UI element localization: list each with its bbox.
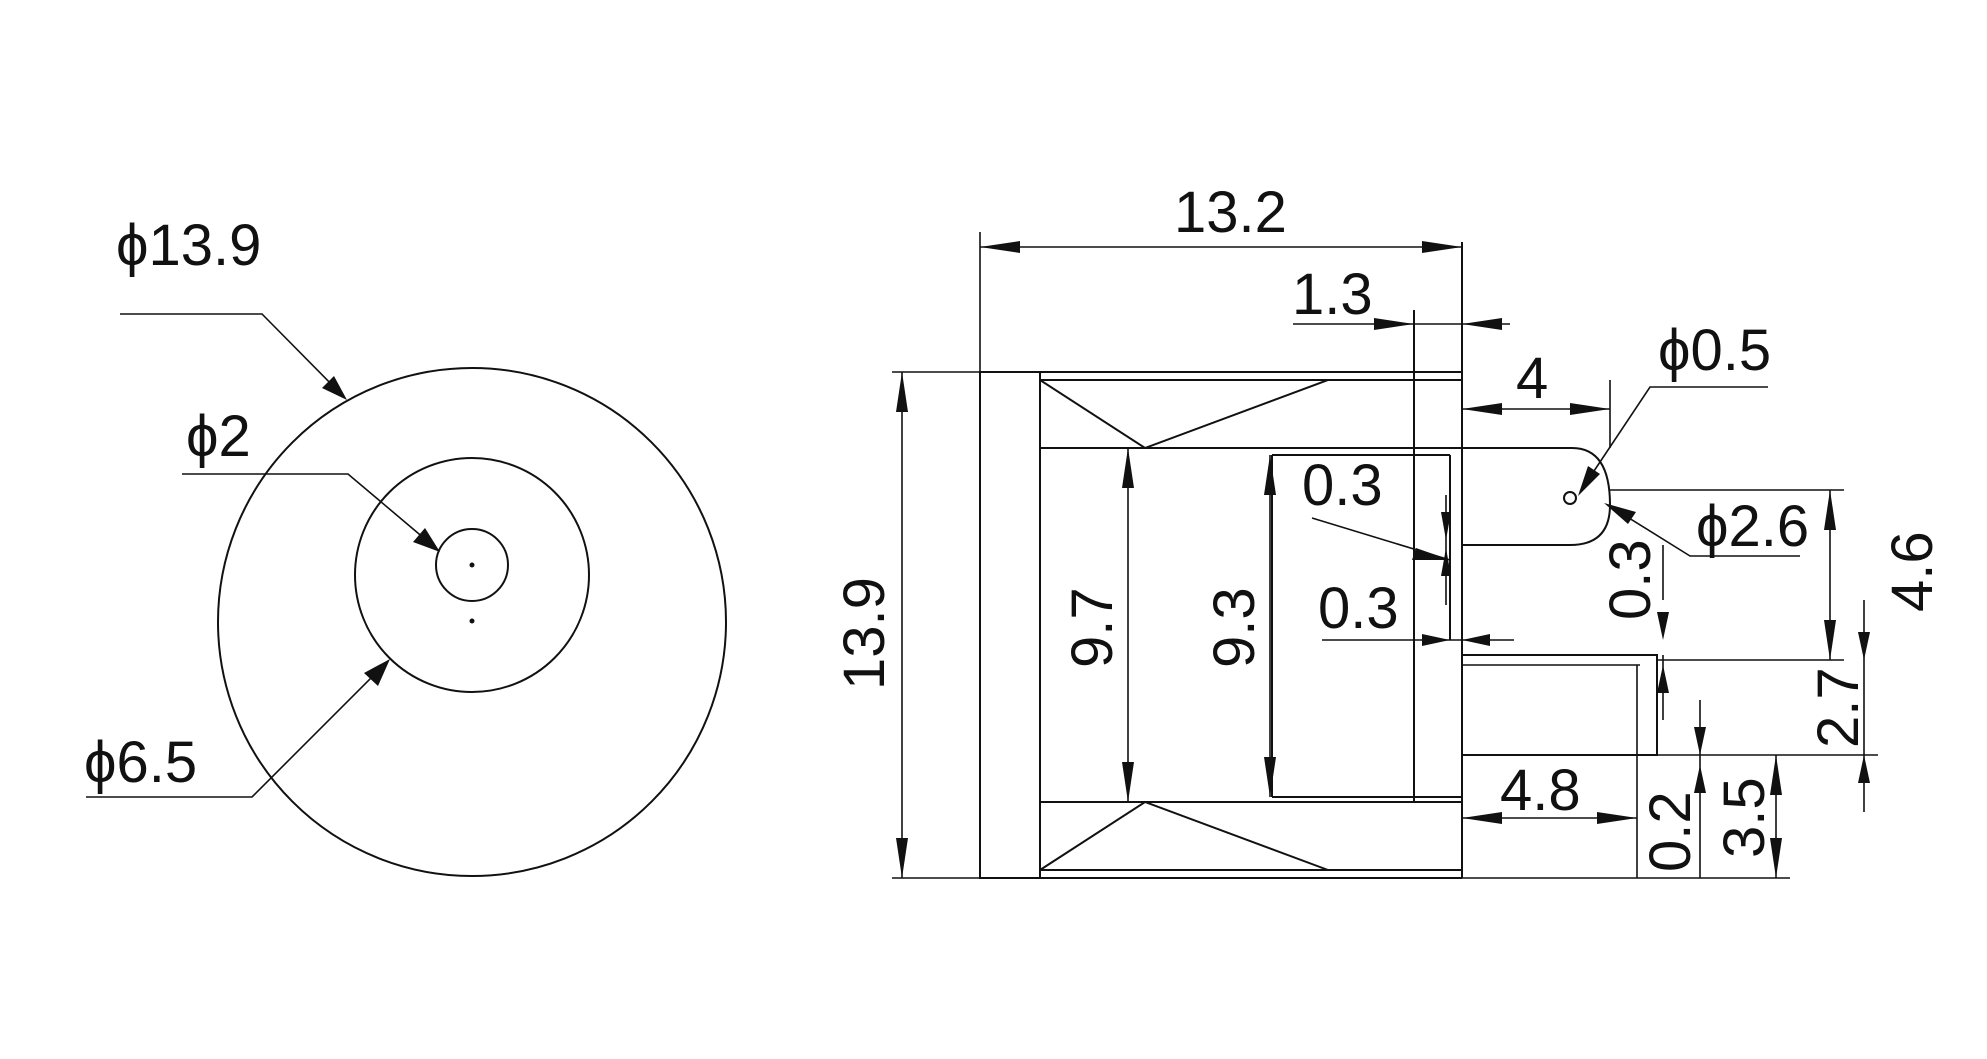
pin-diameter-arrow (413, 528, 440, 552)
outer-diameter-arrow (322, 376, 347, 400)
terminal-hole (1563, 491, 1577, 505)
overall-length-label: 13.2 (1174, 180, 1287, 245)
bottom-chamfer (1039, 800, 1329, 871)
hole-diameter-label: ϕ0.5 (1658, 318, 1771, 383)
terminal-offset-label: 0.3 (1598, 539, 1663, 620)
inner-circle (354, 457, 590, 693)
gap-lower-label: 0.3 (1318, 576, 1399, 641)
flange-thickness-label: 1.3 (1292, 262, 1373, 327)
upper-terminal (1462, 447, 1612, 546)
pin-diameter-label: ϕ2 (186, 404, 251, 469)
lower-terminal-offset-label: 0.2 (1638, 791, 1703, 872)
flange (979, 371, 1041, 879)
lower-terminal-gap-label: 2.7 (1806, 667, 1871, 748)
lower-terminal-length-label: 4.8 (1500, 758, 1581, 823)
top-chamfer (1039, 379, 1329, 450)
terminal-length-label: 4 (1516, 346, 1548, 411)
terminal-end-diameter-label: ϕ2.6 (1696, 494, 1809, 559)
inner-diameter-arrow (364, 659, 390, 686)
lower-terminal-height-label: 3.5 (1712, 777, 1777, 858)
inner-height-a-label: 9.7 (1060, 587, 1125, 668)
inner-height-b-label: 9.3 (1202, 587, 1267, 668)
outer-diameter-leader (120, 313, 346, 399)
pin-diameter-leader (182, 473, 439, 551)
outer-diameter-label: ϕ13.9 (116, 213, 261, 278)
side-view: 13.2 1.3 13.9 9.7 9.3 0.3 0.3 (832, 180, 1945, 879)
inner-diameter-label: ϕ6.5 (84, 730, 197, 795)
center-dot (469, 562, 475, 568)
terminal-height-label: 4.6 (1880, 531, 1945, 612)
front-view: ϕ13.9 ϕ2 ϕ6.5 (84, 213, 727, 877)
center-dot-lower (469, 618, 475, 624)
inner-diameter-leader (86, 660, 389, 798)
pin-circle (435, 528, 509, 602)
lower-terminal (1461, 654, 1658, 756)
gap-upper-label: 0.3 (1302, 453, 1383, 518)
outer-circle (217, 367, 727, 877)
overall-height-label: 13.9 (832, 577, 897, 690)
